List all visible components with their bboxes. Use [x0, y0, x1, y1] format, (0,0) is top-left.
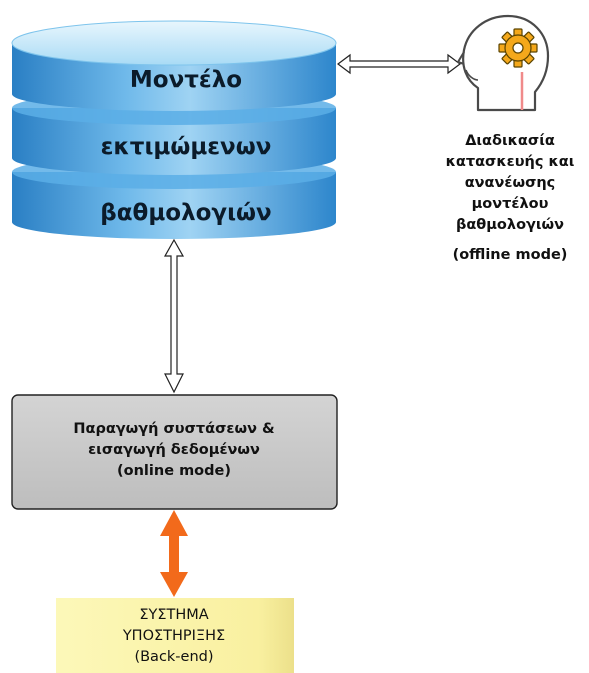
online-box-line-1: Παραγωγή συστάσεων &	[73, 421, 275, 437]
offline-process-caption: Διαδικασία κατασκευής και ανανέωσης μοντ…	[446, 133, 575, 263]
offline-caption-line-3: ανανέωσης	[465, 175, 556, 191]
offline-caption-line-2: κατασκευής και	[446, 154, 575, 170]
backend-line-1: ΣΥΣΤΗΜΑ	[139, 607, 208, 623]
offline-caption-line-5: βαθμολογιών	[456, 217, 564, 233]
offline-caption-line-1: Διαδικασία	[465, 133, 555, 149]
offline-caption-line-4: μοντέλου	[472, 196, 549, 212]
database-disk-middle	[12, 108, 336, 175]
database-label-line-1: Μοντέλο	[130, 67, 242, 93]
offline-caption-line-6: (offline mode)	[453, 247, 568, 263]
database-lid	[11, 20, 337, 66]
online-recommendation-box: Παραγωγή συστάσεων & εισαγωγή δεδομένων …	[11, 394, 338, 510]
database-label-line-2: εκτιμώμενων	[101, 134, 272, 160]
orange-double-arrow	[160, 510, 188, 597]
head-gear-icon	[457, 14, 550, 112]
database-label-line-3: βαθμολογιών	[100, 200, 271, 226]
db-online-double-arrow	[163, 238, 185, 394]
online-box-line-2: εισαγωγή δεδομένων	[88, 442, 260, 458]
backend-line-3: (Back-end)	[134, 649, 213, 665]
backend-line-2: ΥΠΟΣΤΗΡΙΞΗΣ	[122, 628, 225, 644]
db-offline-double-arrow	[337, 53, 461, 75]
ratings-model-database: Μοντέλο εκτιμώμενων βαθμολογιών	[11, 20, 337, 239]
online-box-line-3: (online mode)	[117, 463, 231, 479]
database-disk-bottom	[12, 172, 336, 239]
backend-system-box: ΣΥΣΤΗΜΑ ΥΠΟΣΤΗΡΙΞΗΣ (Back-end)	[56, 598, 294, 673]
